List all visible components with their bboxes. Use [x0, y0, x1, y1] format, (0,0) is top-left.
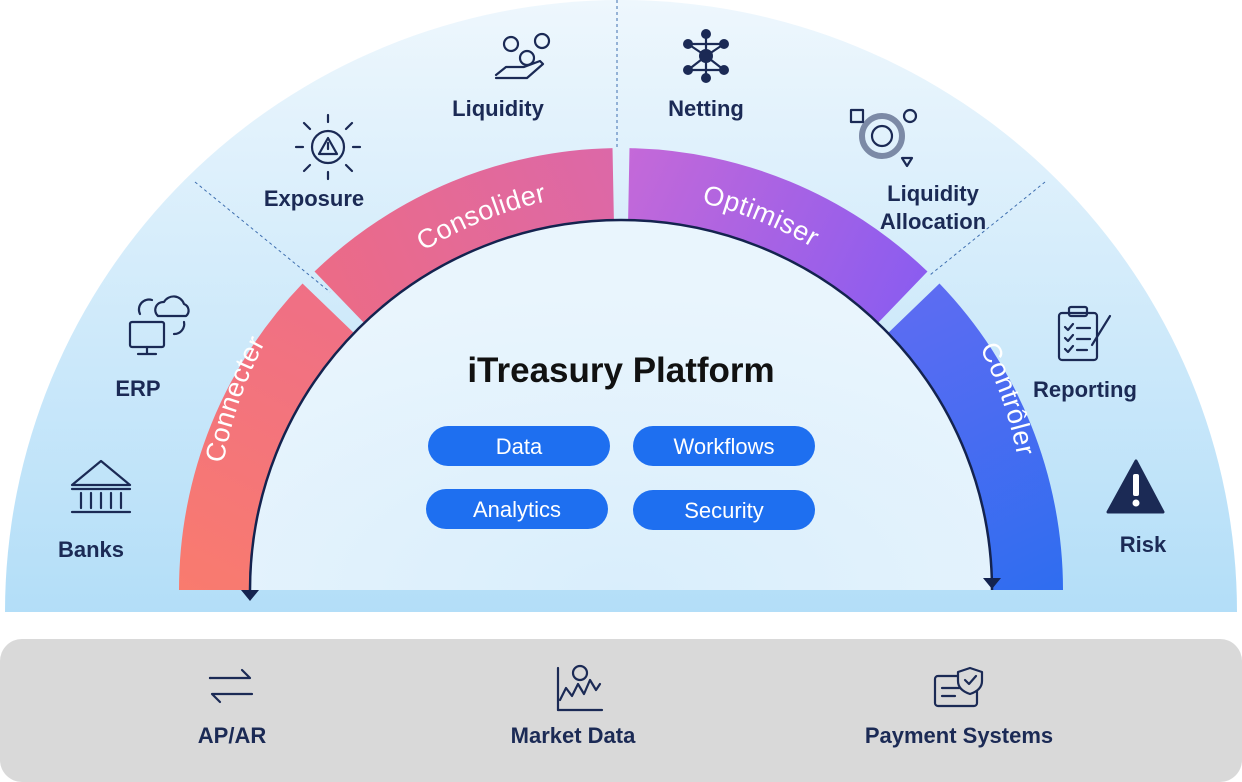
pill-analytics: Analytics	[426, 489, 608, 529]
capability-liquidity: Liquidity	[452, 96, 544, 121]
hand-money-icon	[494, 32, 551, 80]
warning-arrows-icon	[294, 113, 362, 181]
allocation-icon	[849, 108, 918, 168]
capability-risk: Risk	[1120, 532, 1167, 557]
separator-lines	[194, 0, 1046, 293]
bank-icon	[70, 459, 132, 514]
payment-card-icon	[933, 666, 984, 708]
capability-exposure: Exposure	[264, 186, 364, 211]
market-chart-icon	[556, 664, 604, 712]
pill-data: Data	[428, 426, 610, 466]
bottom-label-market-data: Market Data	[511, 723, 636, 748]
network-icon	[683, 29, 729, 83]
pill-workflows: Workflows	[633, 426, 815, 466]
capability-erp: ERP	[115, 376, 160, 401]
stage-segment-2	[628, 148, 928, 323]
stage-segment-3	[888, 283, 1063, 590]
capability-liquidity-allocation-line2: Allocation	[880, 209, 986, 234]
clipboard-icon	[1057, 305, 1112, 362]
capability-liquidity-allocation-line1: Liquidity	[887, 181, 979, 206]
stage-segment-0	[179, 283, 354, 590]
bottom-label-payment-systems: Payment Systems	[865, 723, 1053, 748]
risk-triangle-icon	[1106, 459, 1165, 514]
pill-label: Security	[684, 498, 763, 523]
exchange-arrows-icon	[208, 668, 254, 704]
bottom-bar	[0, 639, 1242, 782]
platform-title: iTreasury Platform	[467, 351, 774, 390]
pill-label: Workflows	[673, 434, 774, 459]
pill-label: Analytics	[473, 497, 561, 522]
stage-arcs	[179, 148, 1063, 590]
pill-security: Security	[633, 490, 815, 530]
stage-segment-1	[314, 148, 614, 323]
capability-netting: Netting	[668, 96, 744, 121]
pill-label: Data	[496, 434, 543, 459]
left-arrow-head	[241, 590, 259, 601]
inner-arc-line	[248, 218, 994, 591]
computer-cloud-icon	[128, 295, 190, 356]
right-arrow-head	[983, 578, 1001, 589]
capability-reporting: Reporting	[1033, 377, 1137, 402]
capability-banks: Banks	[58, 537, 124, 562]
bottom-label-ap-ar: AP/AR	[198, 723, 267, 748]
